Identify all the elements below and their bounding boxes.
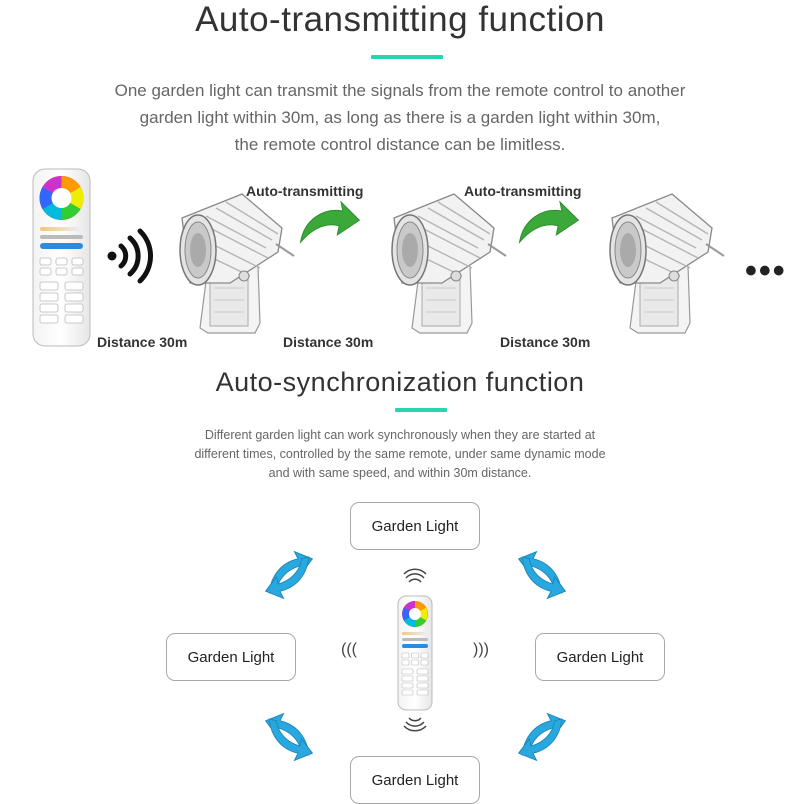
curved-arrow-icon [515, 200, 581, 246]
remote-control-icon [397, 595, 433, 711]
section1-description: One garden light can transmit the signal… [0, 77, 800, 158]
title1-accent-line [371, 55, 443, 59]
garden-light-icon [600, 188, 730, 338]
signal-waves-icon [403, 717, 427, 732]
desc2-line3: and with same speed, and within 30m dist… [268, 466, 532, 480]
garden-light-box-right: Garden Light [535, 633, 665, 681]
wave-left: ((( [341, 641, 357, 658]
garden-light-icon [170, 188, 300, 338]
sync-arrow-icon [515, 548, 569, 602]
distance-label-2: Distance 30m [283, 334, 374, 350]
sync-arrow-icon [515, 710, 569, 764]
signal-waves-icon [107, 228, 153, 284]
section2-description: Different garden light can work synchron… [0, 426, 800, 483]
sync-arrow-icon [262, 548, 316, 602]
transmit-label-2: Auto-transmitting [464, 183, 582, 199]
distance-label-1: Distance 30m [97, 334, 188, 350]
desc1-line2: garden light within 30m, as long as ther… [139, 108, 661, 127]
distance-label-3: Distance 30m [500, 334, 591, 350]
desc1-line3: the remote control distance can be limit… [234, 135, 566, 154]
garden-light-box-left: Garden Light [166, 633, 296, 681]
title2-accent-line [395, 408, 447, 412]
desc2-line1: Different garden light can work synchron… [204, 428, 596, 442]
section1-title: Auto-transmitting function [195, 0, 605, 39]
desc1-line1: One garden light can transmit the signal… [114, 81, 686, 100]
ellipsis: ••• [745, 252, 787, 290]
garden-light-box-bottom: Garden Light [350, 756, 480, 804]
transmit-label-1: Auto-transmitting [246, 183, 364, 199]
signal-waves-icon [403, 568, 427, 583]
section2-title: Auto-synchronization function [215, 367, 585, 397]
garden-light-icon [382, 188, 512, 338]
remote-control-icon [32, 168, 91, 347]
curved-arrow-icon [296, 200, 362, 246]
desc2-line2: different times, controlled by the same … [194, 447, 606, 461]
wave-right: ))) [473, 641, 489, 658]
sync-arrow-icon [262, 710, 316, 764]
garden-light-box-top: Garden Light [350, 502, 480, 550]
